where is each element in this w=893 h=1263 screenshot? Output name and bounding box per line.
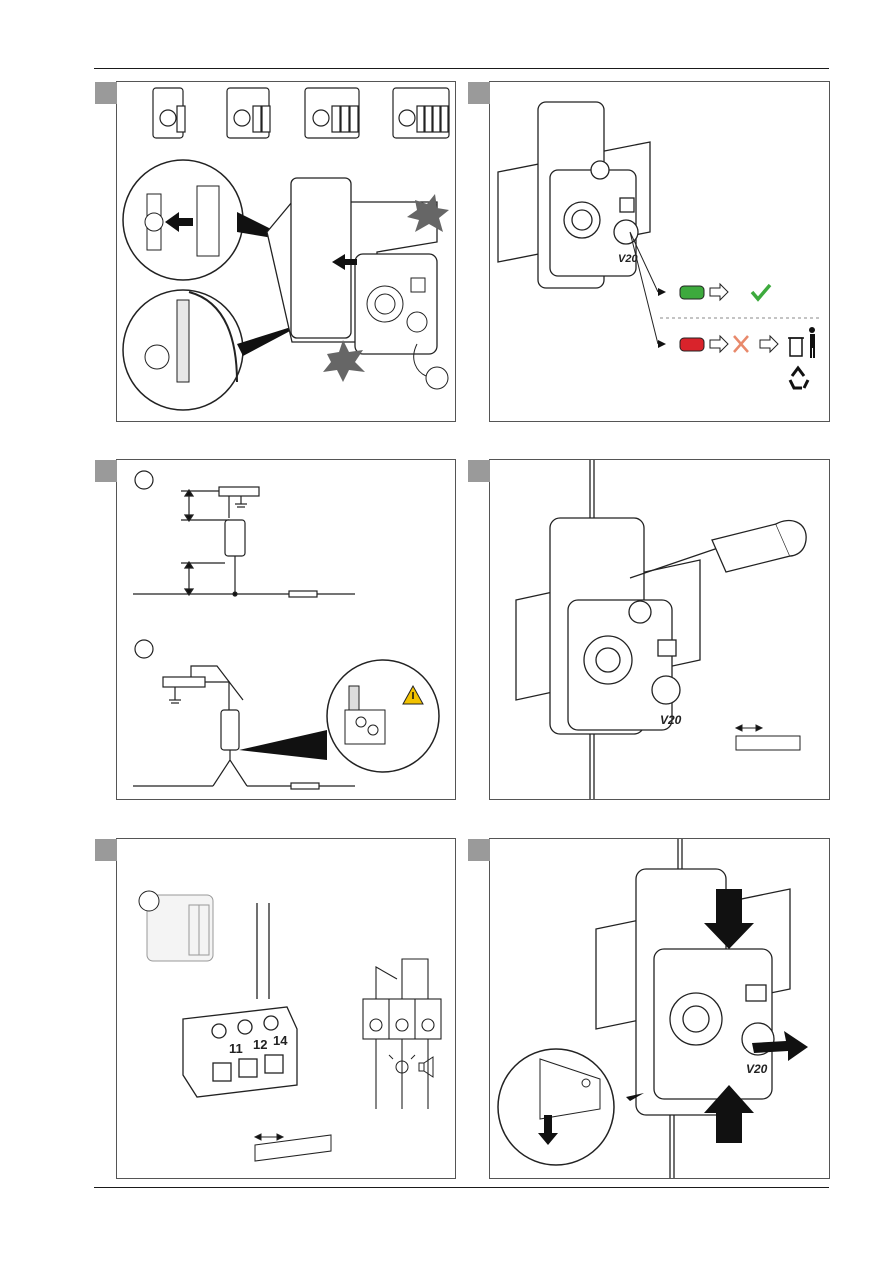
variant-1p [153,88,185,138]
top-rule [94,68,829,69]
panel-5-illustration: 11 12 14 [117,839,455,1178]
terminal-label-14: 14 [273,1033,288,1048]
horn-icon [419,1057,433,1077]
step-marker-2 [468,82,490,104]
cross-icon [734,336,748,352]
status-ok-indicator [680,286,704,299]
panel-1-illustration [117,82,455,421]
terminal-label-11: 11 [229,1041,243,1056]
panel-2: V20 [489,81,830,422]
variant-2p [227,88,270,138]
bottom-rule [94,1187,829,1188]
step-marker-3 [95,460,117,482]
panel-1 [116,81,456,422]
panel-3-illustration [117,460,455,799]
recycle-icon [790,368,808,388]
device-model-label-2: V20 [660,713,682,727]
status-fail-indicator [680,338,704,351]
panel-6: V20 [489,838,830,1179]
panel-5: 11 12 14 [116,838,456,1179]
variant-4p [393,88,449,138]
device-model-label-3: V20 [746,1062,768,1076]
panel-3 [116,459,456,800]
terminal-label-12: 12 [253,1037,267,1052]
step-marker-6 [468,839,490,861]
panel-4-illustration: V20 [490,460,829,799]
check-icon [752,285,770,299]
step-marker-1 [95,82,117,104]
panel-2-illustration: V20 [490,82,829,421]
screwdriver-icon [630,521,806,578]
step-marker-4 [468,460,490,482]
step-marker-5 [95,839,117,861]
variant-3p [305,88,359,138]
trash-bin-icon [788,327,815,358]
panel-6-illustration: V20 [490,839,829,1178]
panel-4: V20 [489,459,830,800]
